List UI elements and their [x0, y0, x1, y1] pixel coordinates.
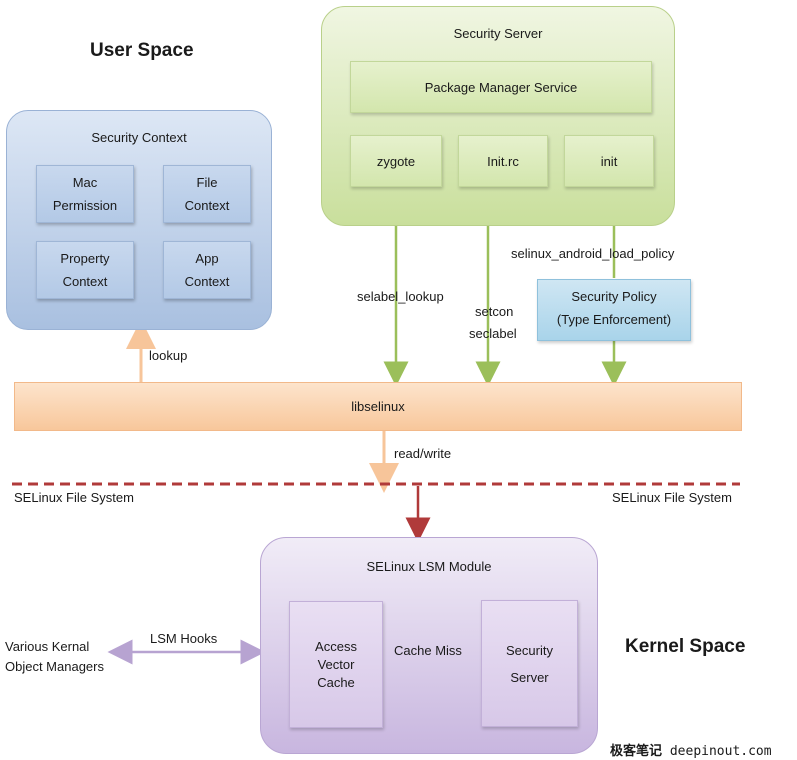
libselinux-bar: libselinux	[14, 382, 742, 431]
kernel-security-server-box: Security Server	[481, 600, 578, 727]
selinux-fs-label-right: SELinux File System	[612, 490, 732, 505]
security-server-title: Security Server	[453, 26, 543, 41]
app-context-box: App Context	[163, 241, 251, 299]
security-context-panel: Security Context Mac Permission File Con…	[6, 110, 272, 330]
package-manager-box: Package Manager Service	[350, 61, 652, 113]
property-context-box: Property Context	[36, 241, 134, 299]
user-space-heading: User Space	[90, 40, 194, 61]
init-rc-box: Init.rc	[458, 135, 548, 187]
security-policy-line1: Security Policy	[571, 289, 657, 304]
zygote-box: zygote	[350, 135, 442, 187]
read-write-label: read/write	[394, 446, 452, 461]
access-vector-cache-box: Access Vector Cache	[289, 601, 383, 728]
load-policy-label: selinux_android_load_policy	[511, 246, 675, 261]
security-policy-line2: (Type Enforcement)	[556, 312, 672, 327]
kernel-space-heading: Kernel Space	[625, 636, 746, 657]
lookup-label: lookup	[149, 348, 188, 363]
lsm-hooks-label: LSM Hooks	[150, 631, 218, 646]
watermark: 极客笔记 deepinout.com	[610, 740, 772, 759]
security-server-panel: Security Server Package Manager Service …	[321, 6, 675, 226]
selinux-fs-label-left: SELinux File System	[14, 490, 134, 505]
cache-miss-label: Cache Miss	[394, 643, 462, 658]
lsm-module-title: SELinux LSM Module	[366, 559, 492, 574]
security-context-title: Security Context	[91, 130, 187, 145]
selabel-lookup-label: selabel_lookup	[357, 289, 444, 304]
object-managers-label: Various Kernal Object Managers	[5, 639, 104, 674]
seclabel-label: seclabel	[469, 326, 517, 341]
init-box: init	[564, 135, 654, 187]
mac-permission-box: Mac Permission	[36, 165, 134, 223]
watermark-url: deepinout.com	[669, 744, 772, 759]
security-policy-box: Security Policy (Type Enforcement)	[537, 279, 691, 341]
file-context-box: File Context	[163, 165, 251, 223]
watermark-cn: 极客笔记	[610, 744, 663, 759]
setcon-label: setcon	[475, 304, 514, 319]
lsm-module-panel: SELinux LSM Module Access Vector Cache S…	[260, 537, 598, 754]
